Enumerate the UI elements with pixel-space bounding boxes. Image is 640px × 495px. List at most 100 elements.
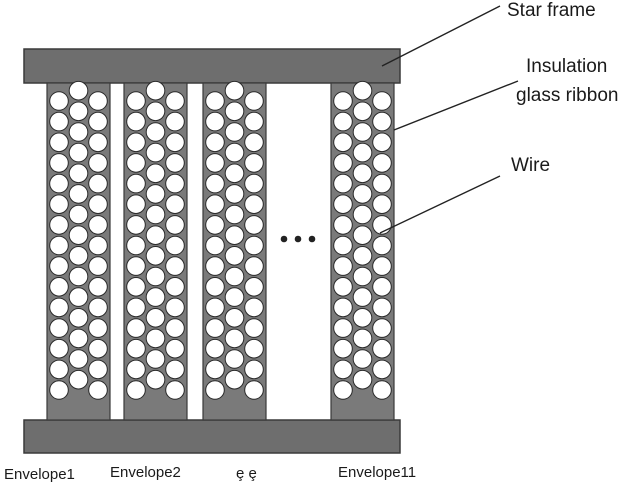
wire-circle [145, 204, 166, 225]
wire-circle [68, 266, 89, 287]
wire-circle [205, 132, 225, 153]
wire-circle [205, 111, 225, 132]
wire-circle [145, 349, 166, 369]
wire-circle [126, 380, 146, 400]
wire-circle [165, 318, 185, 338]
wire-circle [126, 215, 146, 235]
label-star-frame: Star frame [507, 0, 596, 21]
label-envelope-gap: ȩ ȩ [236, 465, 257, 482]
wire-circle [88, 173, 108, 194]
wire-circle [88, 277, 108, 297]
wire-circle [165, 338, 185, 359]
wire-circle [224, 246, 245, 266]
wire-circle [372, 318, 392, 338]
wire-circle [49, 297, 69, 318]
wire-circle [49, 359, 69, 380]
wire-circle [244, 338, 264, 359]
wire-circle [205, 318, 225, 338]
wire-circle [205, 173, 225, 194]
label-envelope1: Envelope1 [4, 466, 75, 483]
wire-circle [224, 328, 245, 349]
wire-circle [224, 308, 245, 328]
wire-circle [126, 194, 146, 214]
wire-circle [88, 132, 108, 153]
wire-circle [165, 153, 185, 173]
wire-circle [165, 297, 185, 318]
envelopes-group [46, 80, 395, 421]
wire-circle [165, 194, 185, 214]
wire-circle [126, 359, 146, 380]
wire-circle [145, 142, 166, 163]
wire-circle [165, 215, 185, 235]
wire-circle [352, 80, 373, 101]
wire-circle [165, 277, 185, 297]
wire-circle [333, 111, 353, 132]
wire-circle [372, 256, 392, 276]
star-frame-top [23, 48, 401, 84]
wire-circle [372, 297, 392, 318]
wire-circle [205, 380, 225, 400]
wire-circle [352, 204, 373, 225]
wire-circle [49, 173, 69, 194]
ellipsis-dot [294, 235, 302, 243]
wire-circle [126, 235, 146, 256]
wire-circle [372, 277, 392, 297]
wire-circle [224, 225, 245, 245]
wire-circle [165, 173, 185, 194]
wire-circle [49, 256, 69, 276]
wire-circle [352, 246, 373, 266]
wire-circle [333, 235, 353, 256]
wire-circle [224, 101, 245, 122]
wire-circle [224, 349, 245, 369]
wire-circle [68, 204, 89, 225]
wire-circle [165, 256, 185, 276]
wire-circle [205, 277, 225, 297]
wire-circle [68, 142, 89, 163]
wire-circle [244, 256, 264, 276]
wire-circle [352, 349, 373, 369]
wire-circle [333, 256, 353, 276]
wire-circle [352, 369, 373, 390]
wire-circle [126, 153, 146, 173]
wire-circle [205, 91, 225, 111]
wire-circle [333, 173, 353, 194]
wire-circle [244, 194, 264, 214]
wire-circle [372, 132, 392, 153]
wire-circle [145, 308, 166, 328]
wire-circle [145, 101, 166, 122]
wire-circle [205, 235, 225, 256]
wire-circle [49, 277, 69, 297]
wire-circle [126, 318, 146, 338]
wire-circle [372, 91, 392, 111]
wire-circle [333, 338, 353, 359]
wire-circle [88, 359, 108, 380]
wire-circle [224, 142, 245, 163]
wire-circle [224, 80, 245, 101]
label-envelope2: Envelope2 [110, 464, 181, 481]
wire-circle [145, 246, 166, 266]
wire-circle [145, 184, 166, 204]
label-insulation-line2: glass ribbon [516, 85, 619, 106]
wire-circle [68, 369, 89, 390]
leader-star-frame [381, 5, 501, 67]
wire-circle [145, 80, 166, 101]
wire-circle [372, 173, 392, 194]
wire-circle [333, 359, 353, 380]
wire-circle [88, 111, 108, 132]
label-envelope11: Envelope11 [338, 464, 417, 481]
wire-circle [145, 369, 166, 390]
wire-circle [372, 338, 392, 359]
wire-circle [165, 380, 185, 400]
wire-circle [68, 246, 89, 266]
wire-circle [88, 91, 108, 111]
wire-circle [244, 359, 264, 380]
wire-circle [49, 318, 69, 338]
wire-circle [88, 338, 108, 359]
wire-circle [165, 235, 185, 256]
wire-circle [352, 308, 373, 328]
wire-circle [68, 101, 89, 122]
ellipsis-dot [308, 235, 316, 243]
wire-circle [88, 297, 108, 318]
envelope-1 [46, 80, 111, 421]
